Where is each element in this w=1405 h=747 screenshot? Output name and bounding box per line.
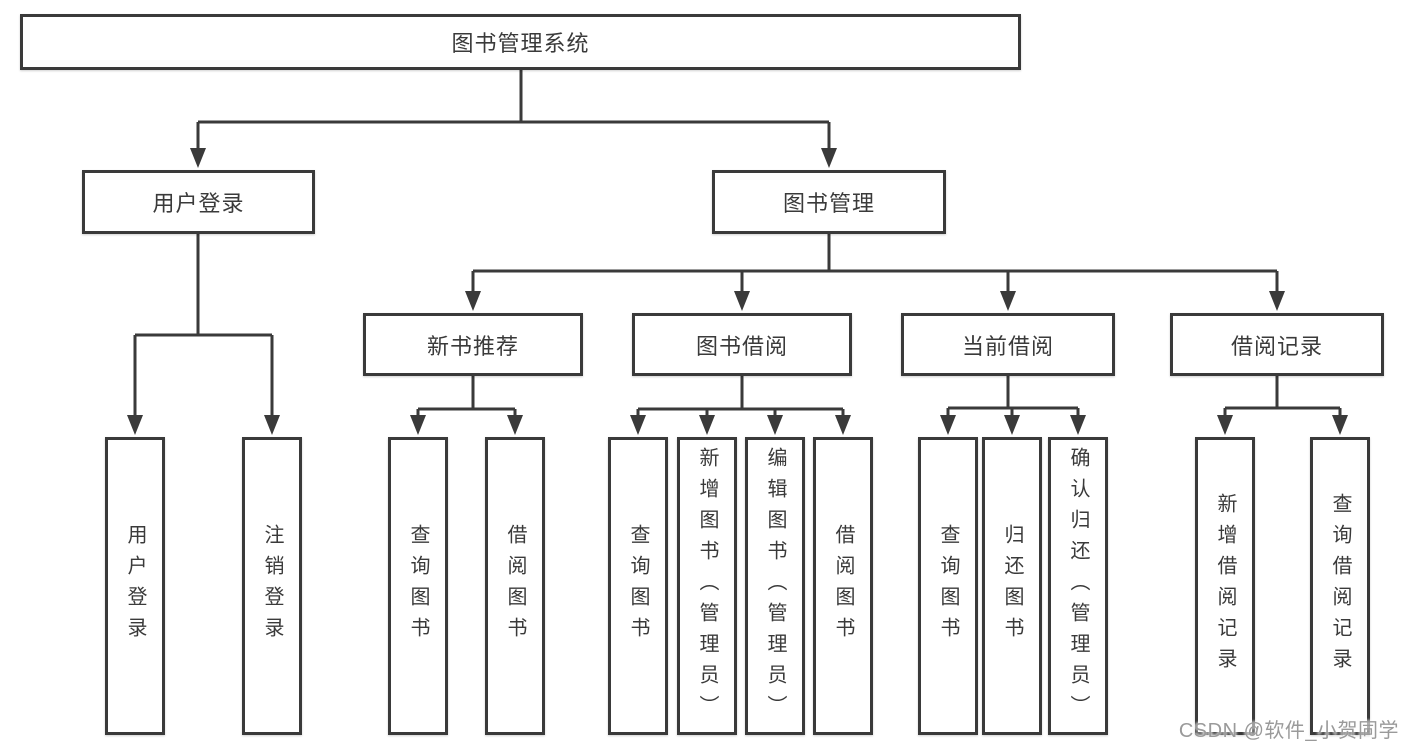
leaf-query-books-3: 查询图书 — [918, 437, 978, 735]
leaf-borrow-books-2-label: 借阅图书 — [832, 524, 854, 648]
leaf-query-books-2: 查询图书 — [608, 437, 668, 735]
arrow-down-icon — [1217, 415, 1233, 435]
leaf-borrow-books-2: 借阅图书 — [813, 437, 873, 735]
leaf-add-borrow-record-label: 新增借阅记录 — [1214, 493, 1236, 679]
leaf-query-borrow-record: 查询借阅记录 — [1310, 437, 1370, 735]
leaf-query-books-1: 查询图书 — [388, 437, 448, 735]
leaf-edit-book-admin: 编辑图书（管理员） — [745, 437, 805, 735]
connector-user-login-branch — [127, 234, 280, 435]
leaf-confirm-return-admin-label: 确认归还（管理员） — [1067, 446, 1089, 726]
leaf-return-book: 归还图书 — [982, 437, 1042, 735]
arrow-down-icon — [190, 148, 206, 168]
connector-root-branch — [190, 70, 837, 168]
node-root-label: 图书管理系统 — [451, 31, 590, 56]
node-book-management: 图书管理 — [712, 170, 946, 234]
arrow-down-icon — [1070, 415, 1086, 435]
leaf-query-borrow-record-label: 查询借阅记录 — [1329, 493, 1351, 679]
arrow-down-icon — [465, 291, 481, 311]
watermark: CSDN @软件_小贺同学 — [1178, 720, 1399, 742]
node-current-borrowing: 当前借阅 — [901, 313, 1115, 376]
leaf-confirm-return-admin: 确认归还（管理员） — [1048, 437, 1108, 735]
connector-book-management-branch — [465, 234, 1285, 311]
arrow-down-icon — [127, 415, 143, 435]
leaf-logout: 注销登录 — [242, 437, 302, 735]
node-user-login-label: 用户登录 — [152, 191, 245, 216]
node-user-login: 用户登录 — [82, 170, 315, 234]
node-book-management-label: 图书管理 — [782, 191, 875, 216]
arrow-down-icon — [507, 415, 523, 435]
connector-new-book-branch — [410, 376, 523, 435]
node-book-borrowing-label: 图书借阅 — [695, 333, 788, 359]
node-book-borrowing: 图书借阅 — [632, 313, 852, 376]
node-root: 图书管理系统 — [20, 14, 1021, 70]
connector-book-borrowing-branch — [630, 376, 851, 435]
leaf-logout-label: 注销登录 — [261, 524, 283, 648]
arrow-down-icon — [1004, 415, 1020, 435]
arrow-down-icon — [835, 415, 851, 435]
arrow-down-icon — [1269, 291, 1285, 311]
arrow-down-icon — [630, 415, 646, 435]
arrow-down-icon — [734, 291, 750, 311]
arrow-down-icon — [940, 415, 956, 435]
leaf-user-login: 用户登录 — [105, 437, 165, 735]
arrow-down-icon — [264, 415, 280, 435]
leaf-add-book-admin-label: 新增图书（管理员） — [696, 446, 718, 726]
leaf-query-books-1-label: 查询图书 — [407, 524, 429, 648]
node-new-book-recommend-label: 新书推荐 — [426, 333, 519, 359]
leaf-borrow-books-1-label: 借阅图书 — [504, 524, 526, 648]
leaf-query-books-2-label: 查询图书 — [627, 524, 649, 648]
arrow-down-icon — [410, 415, 426, 435]
arrow-down-icon — [699, 415, 715, 435]
connector-current-borrowing-branch — [940, 376, 1086, 435]
node-borrowing-records: 借阅记录 — [1170, 313, 1384, 376]
leaf-query-books-3-label: 查询图书 — [937, 524, 959, 648]
leaf-borrow-books-1: 借阅图书 — [485, 437, 545, 735]
arrow-down-icon — [767, 415, 783, 435]
connector-borrowing-records-branch — [1217, 376, 1348, 435]
leaf-add-borrow-record: 新增借阅记录 — [1195, 437, 1255, 735]
leaf-user-login-label: 用户登录 — [124, 524, 146, 648]
leaf-return-book-label: 归还图书 — [1001, 524, 1023, 648]
arrow-down-icon — [821, 148, 837, 168]
node-current-borrowing-label: 当前借阅 — [961, 333, 1054, 359]
leaf-edit-book-admin-label: 编辑图书（管理员） — [764, 446, 786, 726]
node-borrowing-records-label: 借阅记录 — [1230, 333, 1323, 359]
arrow-down-icon — [1332, 415, 1348, 435]
node-new-book-recommend: 新书推荐 — [363, 313, 583, 376]
arrow-down-icon — [1000, 291, 1016, 311]
leaf-add-book-admin: 新增图书（管理员） — [677, 437, 737, 735]
